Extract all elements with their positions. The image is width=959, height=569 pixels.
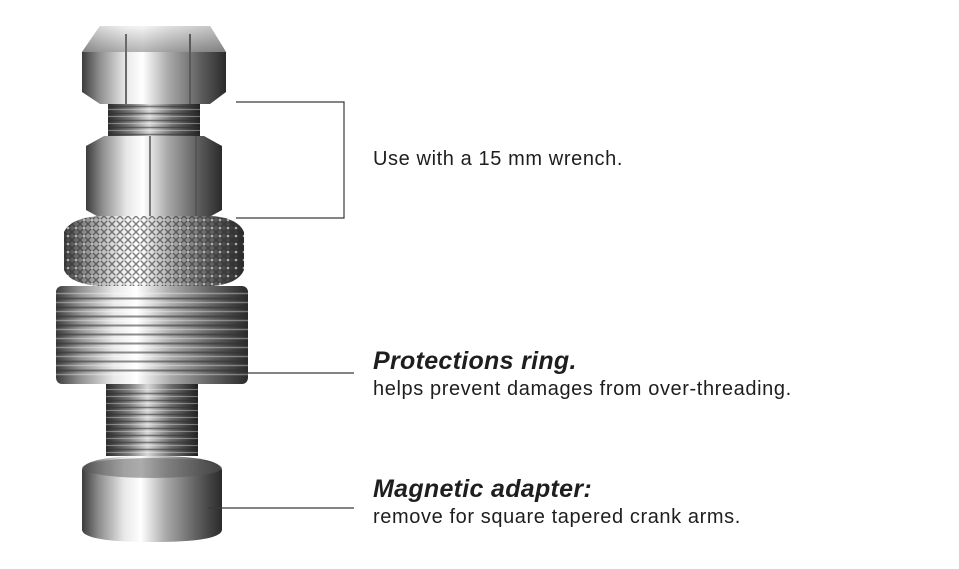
adapter-annotation-text: remove for square tapered crank arms. bbox=[373, 506, 741, 528]
wrench-annotation-text: Use with a 15 mm wrench. bbox=[373, 148, 624, 170]
adapter-annotation: Magnetic adapter: remove for square tape… bbox=[373, 474, 741, 530]
ring-annotation: Protections ring. helps prevent damages … bbox=[373, 346, 792, 402]
wrench-bracket-line bbox=[236, 101, 345, 219]
adapter-annotation-title: Magnetic adapter: bbox=[373, 475, 593, 503]
ring-annotation-text: helps prevent damages from over-threadin… bbox=[373, 378, 792, 400]
wrench-annotation: Use with a 15 mm wrench. bbox=[373, 146, 623, 172]
ring-annotation-title: Protections ring. bbox=[373, 347, 577, 375]
tool-illustration bbox=[56, 26, 248, 542]
